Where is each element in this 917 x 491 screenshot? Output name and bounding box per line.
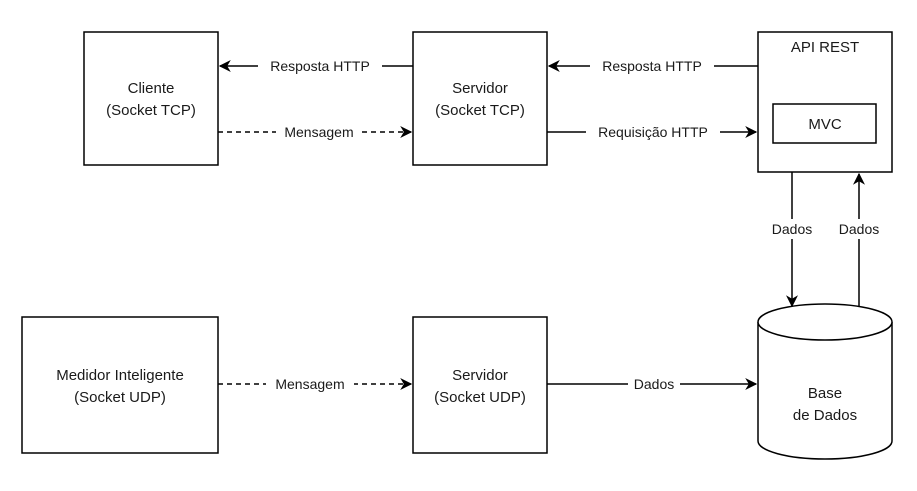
edge-label-dados-udp: Dados (634, 376, 674, 392)
edge-dados-base-api: Dados (833, 172, 885, 306)
node-medidor[interactable]: Medidor Inteligente (Socket UDP) (21, 316, 219, 454)
edge-mensagem-cliente-servidor: Mensagem (218, 122, 413, 142)
mvc-label: MVC (808, 116, 842, 133)
node-api-rest[interactable]: API REST MVC (757, 31, 893, 173)
node-servidor-udp[interactable]: Servidor (Socket UDP) (412, 316, 548, 454)
base-dados-label-2: de Dados (793, 407, 857, 424)
node-mvc[interactable]: MVC (772, 103, 877, 144)
api-rest-title: API REST (791, 39, 859, 56)
edge-label-dados-down: Dados (772, 221, 812, 237)
edge-label-mensagem-tcp: Mensagem (284, 124, 353, 140)
servidor-udp-label-2: (Socket UDP) (434, 389, 526, 406)
base-dados-label-1: Base (808, 385, 842, 402)
servidor-tcp-label-1: Servidor (452, 80, 508, 97)
node-cliente[interactable]: Cliente (Socket TCP) (83, 31, 219, 166)
cliente-label-2: (Socket TCP) (106, 102, 196, 119)
edge-label-resposta-http-1: Resposta HTTP (270, 58, 370, 74)
servidor-tcp-label-2: (Socket TCP) (435, 102, 525, 119)
edge-label-mensagem-udp: Mensagem (275, 376, 344, 392)
edge-label-dados-up: Dados (839, 221, 879, 237)
edge-resposta-http-servidor-cliente: Resposta HTTP (218, 56, 413, 76)
edge-resposta-http-api-servidor: Resposta HTTP (547, 56, 758, 76)
edge-dados-api-base: Dados (766, 172, 818, 308)
node-base-dados[interactable]: Base de Dados (757, 303, 893, 460)
edge-label-resposta-http-2: Resposta HTTP (602, 58, 702, 74)
edge-mensagem-medidor-servidor: Mensagem (218, 374, 413, 394)
edge-label-requisicao-http: Requisição HTTP (598, 124, 708, 140)
node-servidor-tcp[interactable]: Servidor (Socket TCP) (412, 31, 548, 166)
servidor-udp-label-1: Servidor (452, 367, 508, 384)
cliente-label-1: Cliente (128, 80, 175, 97)
edge-requisicao-http: Requisição HTTP (547, 122, 758, 142)
medidor-label-2: (Socket UDP) (74, 389, 166, 406)
medidor-label-1: Medidor Inteligente (56, 367, 184, 384)
edge-dados-servidor-base: Dados (547, 374, 758, 394)
